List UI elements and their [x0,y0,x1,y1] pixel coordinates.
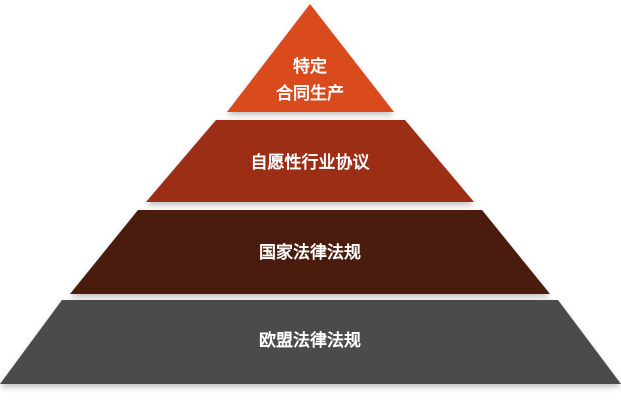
pyramid-tier-third: 国家法律法规 [70,210,550,294]
pyramid-tier-base: 欧盟法律法规 [0,300,621,384]
tier-shape-top [227,4,394,112]
tier-shape-third [70,210,550,294]
tier-label-top-line-2: 合同生产 [276,83,344,104]
pyramid-tier-top: 特定 合同生产 [227,4,394,112]
tier-shape-second [146,120,474,202]
tier-label-second: 自愿性行业协议 [251,152,371,173]
pyramid-tier-second: 自愿性行业协议 [146,120,474,202]
tier-label-top-line-1: 特定 [293,56,327,77]
tier-label-third: 国家法律法规 [259,242,361,263]
tier-shape-base [0,300,621,384]
tier-label-base: 欧盟法律法规 [259,330,361,351]
